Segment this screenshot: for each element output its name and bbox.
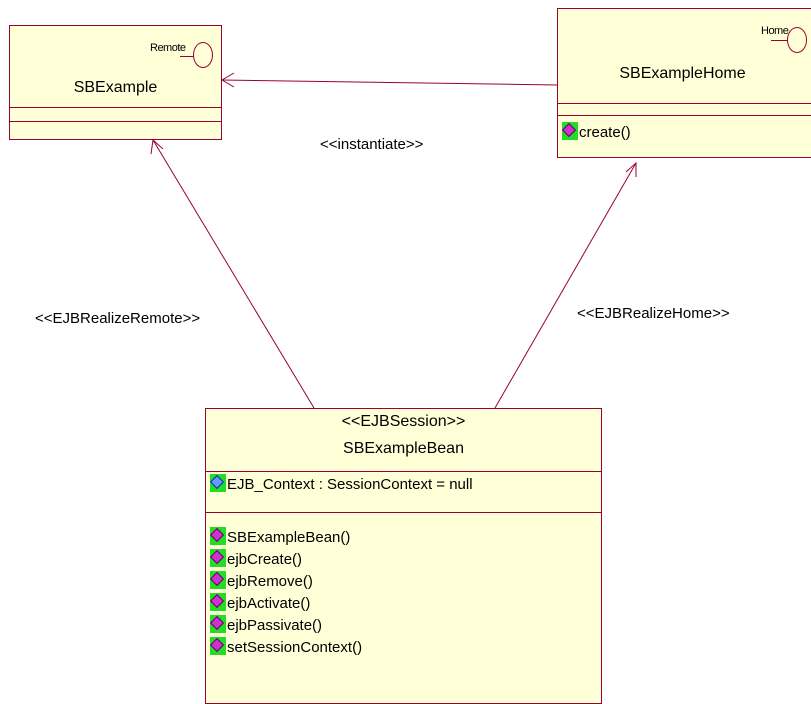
instantiate-arrowhead — [221, 72, 235, 88]
instantiate-line — [221, 79, 558, 86]
public-operation-icon — [210, 593, 226, 611]
bean-operation-label: ejbCreate() — [227, 551, 303, 568]
realize-remote-arrowhead — [150, 139, 164, 155]
public-operation-icon — [210, 527, 226, 545]
sbexample-class-name: SBExample — [73, 79, 158, 96]
public-operation-icon — [210, 571, 226, 589]
realize-home-arrowhead — [625, 161, 637, 177]
bean-operation-ejbpassivate[interactable]: ejbPassivate() — [210, 615, 322, 637]
bean-operation-label: setSessionContext() — [227, 639, 363, 656]
sbexamplebean-class[interactable]: <<EJBSession>> SBExampleBean EJB_Context… — [205, 408, 602, 704]
home-operation-create[interactable]: create() — [562, 122, 631, 144]
bean-operation-constructor[interactable]: SBExampleBean() — [210, 527, 350, 549]
home-operation-label: create() — [579, 124, 631, 141]
bean-attribute-ejb-context[interactable]: EJB_Context : SessionContext = null — [210, 474, 473, 496]
sbexample-divider-2 — [10, 121, 221, 122]
instantiate-label: <<instantiate>> — [320, 136, 424, 153]
sbexamplehome-class-name: SBExampleHome — [619, 65, 746, 82]
bean-operation-label: ejbActivate() — [227, 595, 311, 612]
realize-home-label: <<EJBRealizeHome>> — [577, 305, 730, 322]
bean-divider-2 — [206, 512, 601, 513]
sbexample-divider-1 — [10, 107, 221, 108]
bean-stereotype: <<EJBSession>> — [341, 413, 466, 430]
sbexamplehome-divider-2 — [558, 115, 811, 116]
public-operation-icon — [562, 122, 578, 140]
bean-operation-label: ejbPassivate() — [227, 617, 323, 634]
remote-interface-label: Remote — [150, 42, 186, 54]
sbexamplehome-divider-1 — [558, 103, 811, 104]
bean-operation-setsessioncontext[interactable]: setSessionContext() — [210, 637, 362, 659]
public-operation-icon — [210, 615, 226, 633]
realize-home-line — [494, 162, 637, 409]
sbexamplehome-class[interactable]: Home SBExampleHome create() — [557, 8, 811, 158]
bean-operation-ejbactivate[interactable]: ejbActivate() — [210, 593, 310, 615]
private-attribute-icon — [210, 474, 226, 492]
public-operation-icon — [210, 637, 226, 655]
remote-interface-icon — [193, 42, 213, 68]
bean-operation-label: ejbRemove() — [227, 573, 313, 590]
sbexamplebean-class-name: SBExampleBean — [343, 440, 464, 457]
remote-interface-stem — [180, 56, 200, 57]
bean-operation-ejbremove[interactable]: ejbRemove() — [210, 571, 313, 593]
home-interface-icon — [787, 27, 807, 53]
bean-operation-label: SBExampleBean() — [227, 529, 351, 546]
home-interface-label: Home — [761, 25, 789, 37]
realize-remote-label: <<EJBRealizeRemote>> — [35, 310, 201, 327]
bean-operation-ejbcreate[interactable]: ejbCreate() — [210, 549, 302, 571]
public-operation-icon — [210, 549, 226, 567]
sbexample-class[interactable]: Remote SBExample — [9, 25, 222, 140]
bean-attribute-label: EJB_Context : SessionContext = null — [227, 476, 473, 493]
home-interface-stem — [771, 40, 791, 41]
bean-divider-1 — [206, 471, 601, 472]
realize-remote-line — [152, 139, 315, 409]
